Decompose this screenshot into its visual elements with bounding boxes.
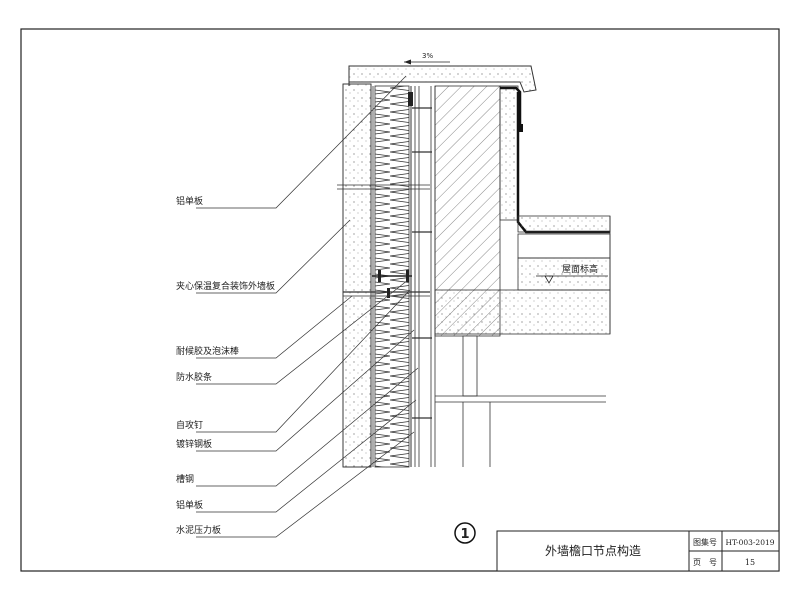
callout-sandwich-panel: 夹心保温复合装饰外墙板 [176,280,275,292]
svg-text:3%: 3% [422,52,433,60]
slope-indicator: 3% [404,52,450,65]
callout-aluminum-panel-top: 铝单板 [176,195,203,207]
roof-level-label: 屋面标高 [562,263,598,275]
roof-slab: 屋面标高 [434,215,611,335]
structure-below [435,335,606,467]
callout-galvanized-plate: 镀锌钢板 [176,438,212,450]
atlas-number: HT-003-2019 [725,538,774,547]
callout-channel-steel: 槽钢 [176,473,194,485]
leader-lines [196,75,419,538]
page-number: 15 [745,558,755,567]
sheet-border [20,28,780,572]
callout-aluminum-panel-bottom: 铝单板 [176,499,203,511]
coping-cap [348,65,537,93]
callout-sealant: 耐候胶及泡沫棒 [176,345,239,357]
atlas-label: 图集号 [693,537,717,547]
callout-labels: 铝单板 夹心保温复合装饰外墙板 耐候胶及泡沫棒 防水胶条 自攻钉 镀锌钢板 槽钢… [176,195,275,536]
callout-waterproof-strip: 防水胶条 [176,371,212,383]
callout-self-tapping-screw: 自攻钉 [176,419,203,431]
title-block: 外墙檐口节点构造 图集号 HT-003-2019 页 号 15 [496,530,780,572]
callout-cement-board: 水泥压力板 [176,524,221,536]
drawing-title: 外墙檐口节点构造 [545,543,641,558]
svg-text:1: 1 [460,527,469,542]
detail-number: 1 [454,522,476,544]
page-label: 页 号 [693,558,717,567]
